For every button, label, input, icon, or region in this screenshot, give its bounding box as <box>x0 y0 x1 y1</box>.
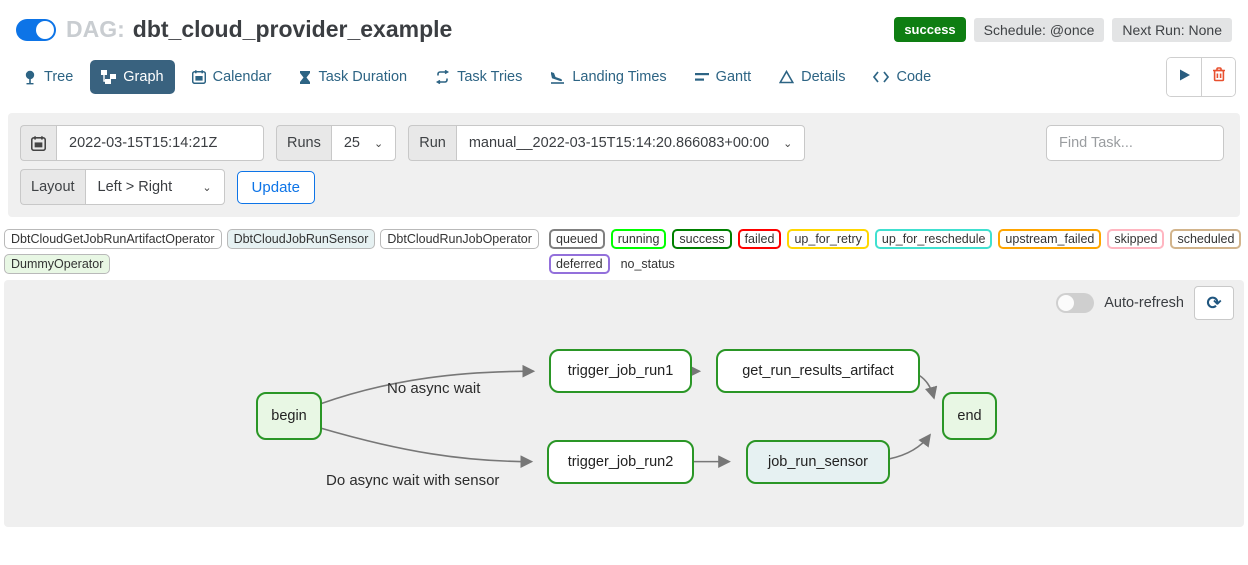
play-icon <box>1178 68 1191 87</box>
tree-pin-icon <box>23 70 37 85</box>
graph-toolbar: Auto-refresh ⟳ <box>1056 286 1234 320</box>
find-task-input[interactable] <box>1046 125 1224 161</box>
tab-graph[interactable]: Graph <box>90 60 175 94</box>
tab-label: Details <box>801 69 846 85</box>
delete-dag-button[interactable] <box>1201 58 1235 96</box>
plane-landing-icon <box>550 70 565 84</box>
filter-row-2: Layout Left > Right⌄ Update <box>20 169 1228 205</box>
dag-header: DAG: dbt_cloud_provider_example success … <box>0 0 1248 47</box>
graph-filter-panel: 2022-03-15T15:14:21Z Runs 25⌄ Run manual… <box>8 113 1240 217</box>
tab-tree[interactable]: Tree <box>12 60 84 94</box>
num-runs-group: Runs 25⌄ <box>276 125 397 161</box>
graph-nodes-icon <box>101 70 117 84</box>
dag-title: dbt_cloud_provider_example <box>132 16 453 42</box>
filter-row-1: 2022-03-15T15:14:21Z Runs 25⌄ Run manual… <box>20 125 1228 161</box>
layout-select[interactable]: Left > Right⌄ <box>84 169 225 205</box>
tab-label: Landing Times <box>572 69 667 85</box>
toggle-knob <box>1058 295 1075 311</box>
legend: DbtCloudGetJobRunArtifactOperator DbtClo… <box>0 227 1248 280</box>
refresh-button[interactable]: ⟳ <box>1194 286 1234 320</box>
task-node-end[interactable]: end <box>942 392 997 440</box>
operator-badge: DbtCloudRunJobOperator <box>380 229 539 249</box>
code-brackets-icon <box>873 71 890 83</box>
tab-gantt[interactable]: Gantt <box>684 60 762 94</box>
tab-task-tries[interactable]: Task Tries <box>424 60 533 94</box>
edge-label: Do async wait with sensor <box>326 472 500 489</box>
toggle-knob <box>36 20 54 39</box>
run-group: Run manual__2022-03-15T15:14:20.866083+0… <box>408 125 806 161</box>
edge-label: No async wait <box>387 380 481 397</box>
tab-label: Calendar <box>212 69 272 85</box>
auto-refresh-label: Auto-refresh <box>1104 295 1184 311</box>
trigger-dag-button[interactable] <box>1167 58 1201 96</box>
hourglass-icon <box>299 70 311 85</box>
status-badge[interactable]: upstream_failed <box>998 229 1102 249</box>
tab-code[interactable]: Code <box>862 60 942 94</box>
refresh-icon: ⟳ <box>1206 292 1222 313</box>
operator-legend: DbtCloudGetJobRunArtifactOperator DbtClo… <box>4 229 549 274</box>
update-button[interactable]: Update <box>236 170 315 204</box>
next-run-chip: Next Run: None <box>1112 17 1232 42</box>
tab-label: Task Tries <box>457 69 523 85</box>
operator-badge: DbtCloudJobRunSensor <box>226 229 376 249</box>
calendar-addon[interactable] <box>20 125 56 161</box>
operator-badge: DbtCloudGetJobRunArtifactOperator <box>4 229 222 249</box>
tab-label: Code <box>896 69 932 85</box>
tab-label: Task Duration <box>318 69 408 85</box>
run-select[interactable]: manual__2022-03-15T15:14:20.866083+00:00… <box>455 125 806 161</box>
tab-label: Tree <box>44 69 74 85</box>
tab-task-duration[interactable]: Task Duration <box>288 60 418 94</box>
chevron-down-icon: ⌄ <box>202 181 212 194</box>
tab-details[interactable]: Details <box>768 60 856 94</box>
calendar-icon <box>31 135 46 151</box>
calendar-icon <box>191 70 206 84</box>
task-node-job-run-sensor[interactable]: job_run_sensor <box>746 440 890 484</box>
status-badge[interactable]: deferred <box>549 254 610 274</box>
operator-badge: DummyOperator <box>4 254 111 274</box>
status-badge[interactable]: up_for_reschedule <box>874 229 993 249</box>
base-date-group: 2022-03-15T15:14:21Z <box>20 125 264 161</box>
status-badge[interactable]: queued <box>549 229 605 249</box>
view-tabbar: Tree Graph Calendar Task Duration Task T… <box>0 47 1248 105</box>
task-node-begin[interactable]: begin <box>256 392 322 440</box>
tab-landing-times[interactable]: Landing Times <box>539 60 677 94</box>
dag-graph-canvas[interactable]: Auto-refresh ⟳ No async wait Do async wa… <box>4 280 1244 527</box>
runs-label: Runs <box>276 125 331 161</box>
status-badge[interactable]: failed <box>737 229 782 249</box>
repeat-icon <box>435 70 450 84</box>
status-badge[interactable]: success <box>672 229 732 249</box>
dag-prefix-label: DAG: <box>66 16 125 42</box>
auto-refresh-toggle[interactable] <box>1056 293 1095 313</box>
task-node-get-run-results-artifact[interactable]: get_run_results_artifact <box>716 349 920 393</box>
tab-calendar[interactable]: Calendar <box>181 60 283 94</box>
status-badge[interactable]: skipped <box>1107 229 1165 249</box>
base-date-input[interactable]: 2022-03-15T15:14:21Z <box>56 125 264 161</box>
chevron-down-icon: ⌄ <box>374 137 384 150</box>
status-badge[interactable]: up_for_retry <box>787 229 869 249</box>
status-legend: queued running success failed up_for_ret… <box>549 229 1244 274</box>
dag-pause-toggle[interactable] <box>16 18 56 41</box>
status-badge[interactable]: running <box>610 229 667 249</box>
task-node-trigger-job-run2[interactable]: trigger_job_run2 <box>547 440 694 484</box>
layout-label: Layout <box>20 169 85 205</box>
header-status-area: success Schedule: @once Next Run: None <box>894 17 1232 42</box>
dag-action-buttons <box>1166 57 1236 97</box>
trash-icon <box>1212 67 1226 87</box>
task-node-trigger-job-run1[interactable]: trigger_job_run1 <box>549 349 692 393</box>
schedule-chip: Schedule: @once <box>973 17 1105 42</box>
find-task-wrapper <box>1046 125 1224 161</box>
run-label: Run <box>408 125 456 161</box>
runs-select[interactable]: 25⌄ <box>330 125 397 161</box>
tab-label: Gantt <box>715 69 752 85</box>
tab-label: Graph <box>123 69 164 85</box>
dag-status-badge: success <box>894 17 966 42</box>
status-badge[interactable]: scheduled <box>1170 229 1242 249</box>
triangle-icon <box>779 70 795 84</box>
gantt-bars-icon <box>694 71 709 83</box>
layout-group: Layout Left > Right⌄ <box>20 169 225 205</box>
chevron-down-icon: ⌄ <box>783 137 793 150</box>
no-status-label: no_status <box>620 257 675 271</box>
